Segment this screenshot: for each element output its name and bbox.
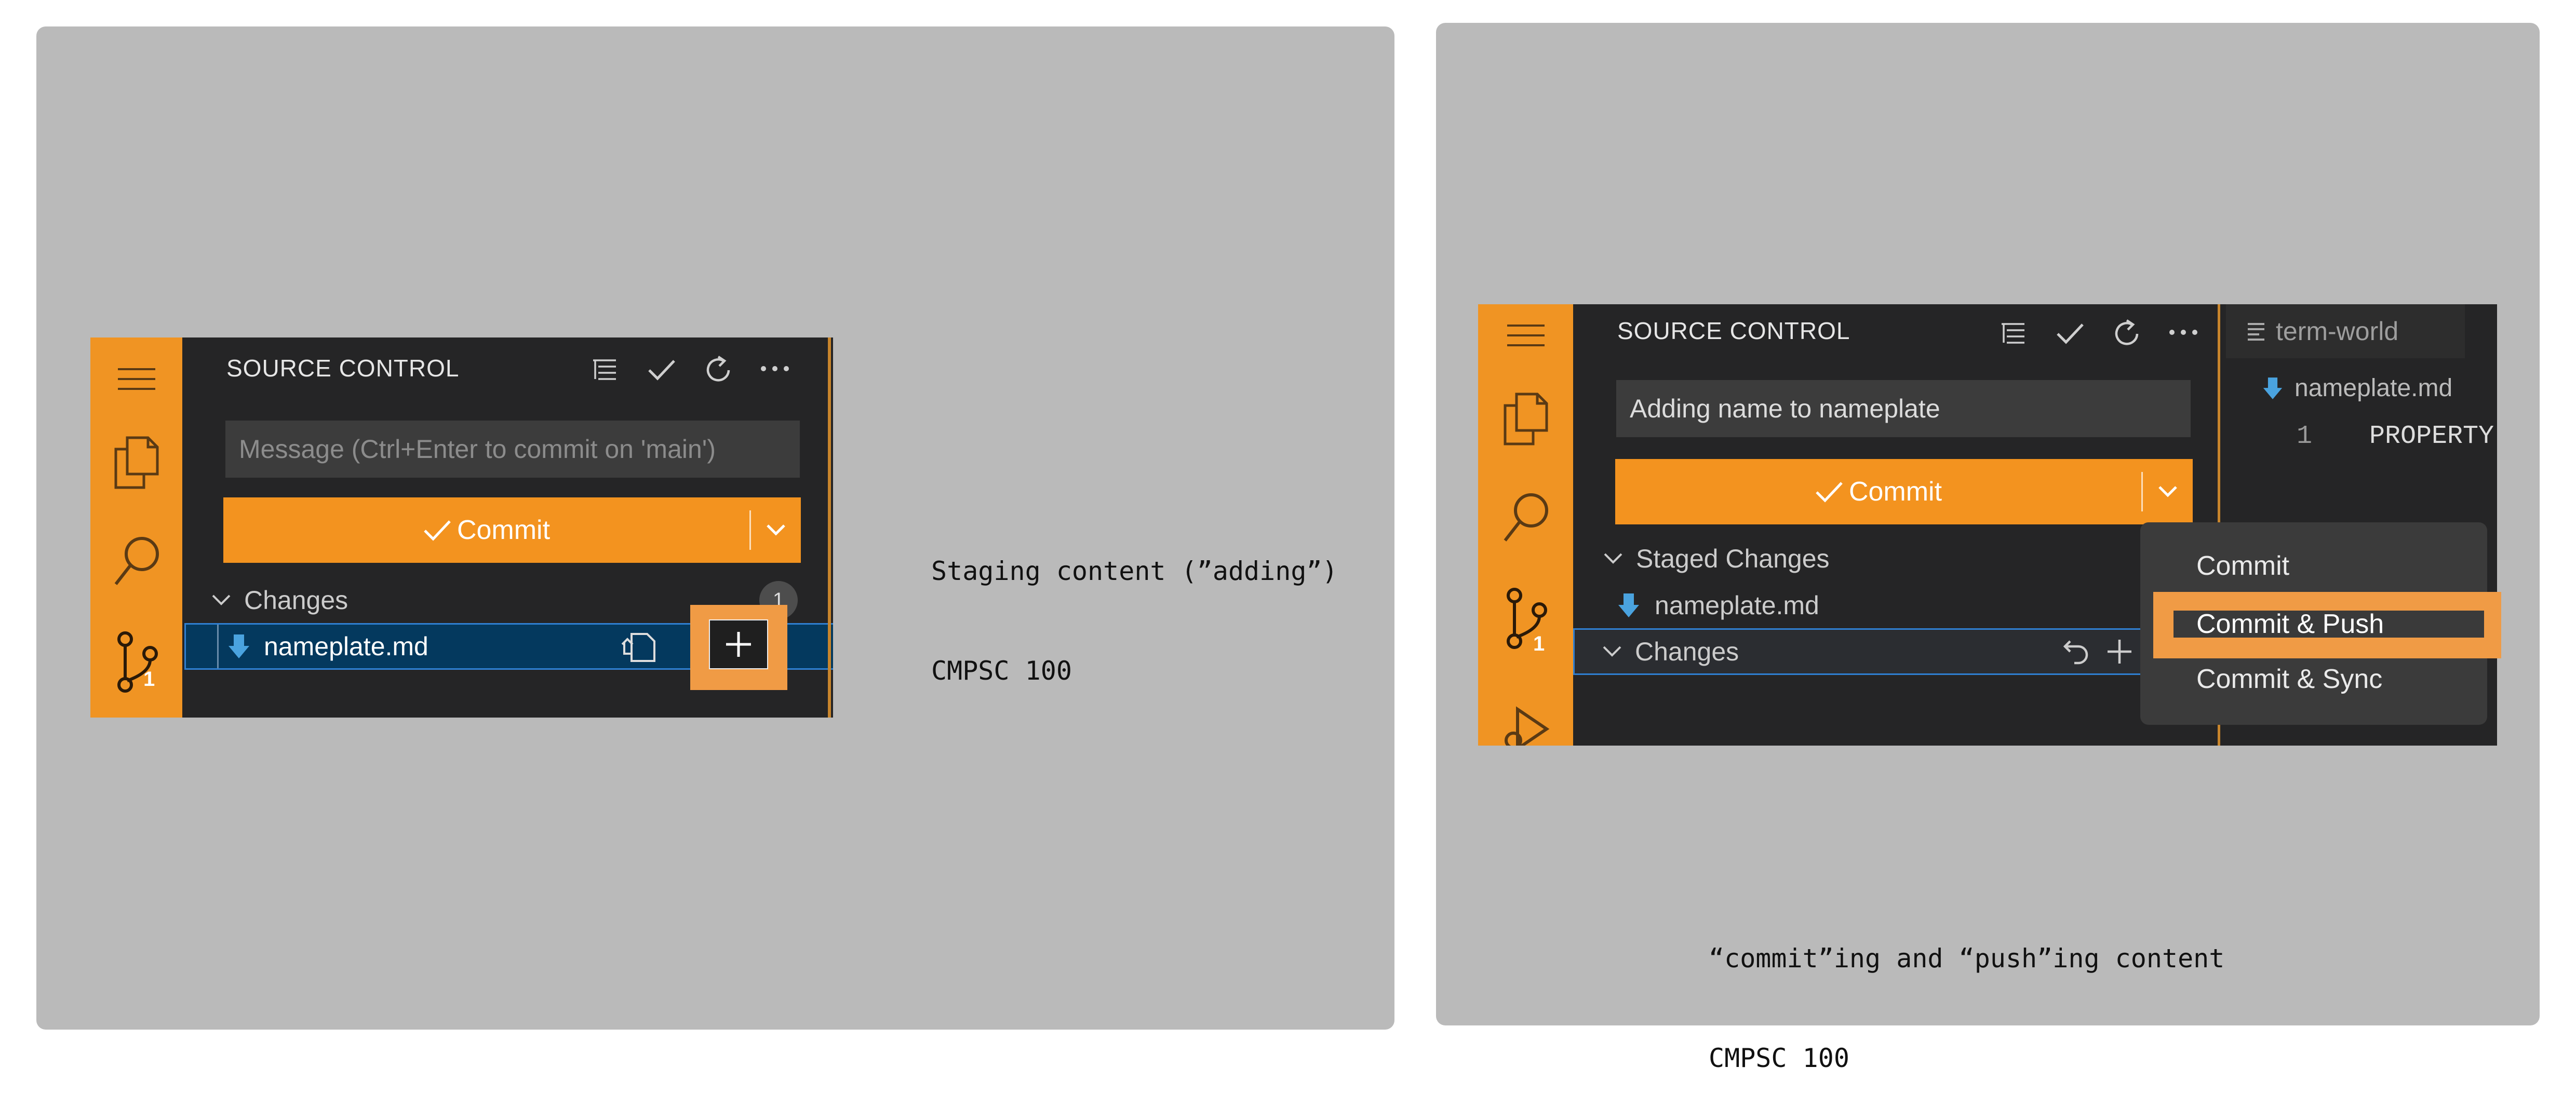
markdown-file-icon: [229, 634, 249, 658]
menu-item-commit-push[interactable]: Commit & Push: [2174, 609, 2484, 639]
editor-breadcrumb[interactable]: nameplate.md: [2262, 374, 2452, 402]
commit-button[interactable]: Commit: [223, 497, 801, 563]
editor-tab[interactable]: term-world: [2226, 304, 2465, 358]
search-icon[interactable]: [90, 530, 182, 592]
menu-item-commit-sync[interactable]: Commit & Sync: [2196, 664, 2383, 694]
menu-item-commit[interactable]: Commit: [2196, 551, 2290, 581]
discard-changes-icon[interactable]: [2063, 637, 2090, 666]
file-name: nameplate.md: [264, 632, 428, 661]
left-caption: Staging content (”adding”) CMPSC 100: [931, 488, 1338, 721]
right-caption-line2: CMPSC 100: [1709, 1043, 1849, 1073]
left-caption-line1: Staging content (”adding”): [931, 556, 1338, 586]
markdown-file-icon: [1618, 593, 1639, 617]
file-lines-icon: [2248, 323, 2264, 341]
editor-line-number: 1: [2297, 422, 2313, 451]
menu-icon[interactable]: [1478, 315, 1573, 356]
stage-plus-icon: [726, 632, 751, 657]
changes-group-label: Changes: [1635, 637, 1739, 666]
explorer-icon[interactable]: [1478, 387, 1573, 450]
markdown-file-icon: [2263, 377, 2283, 399]
chevron-down-icon: [1604, 553, 1622, 564]
stage-changes-button[interactable]: [709, 619, 768, 669]
left-caption-line2: CMPSC 100: [931, 656, 1072, 686]
checkmark-icon[interactable]: [646, 354, 677, 385]
stage-all-plus-icon[interactable]: [2105, 638, 2134, 666]
chevron-down-icon: [767, 524, 785, 536]
menu-item-commit-push-label: Commit & Push: [2196, 609, 2384, 639]
sidebar-title: SOURCE CONTROL: [226, 355, 460, 382]
changes-group-label: Changes: [244, 586, 348, 615]
chevron-down-icon: [1603, 646, 1621, 657]
scm-badge: 1: [143, 668, 155, 691]
refresh-icon[interactable]: [2111, 317, 2144, 350]
checkmark-icon: [1816, 482, 1843, 503]
commit-message-input[interactable]: Message (Ctrl+Enter to commit on 'main'): [225, 421, 800, 478]
more-icon[interactable]: [2167, 322, 2200, 343]
more-icon[interactable]: [758, 358, 791, 379]
search-icon[interactable]: [1478, 486, 1573, 548]
staged-file-name: nameplate.md: [1655, 591, 1819, 620]
commit-message-input[interactable]: Adding name to nameplate: [1616, 380, 2191, 437]
commit-button-separator: [2141, 472, 2143, 511]
commit-dropdown-button[interactable]: [2143, 459, 2193, 524]
refresh-icon[interactable]: [702, 353, 735, 386]
commit-button[interactable]: Commit: [1615, 459, 2193, 524]
chevron-down-icon: [212, 594, 231, 605]
commit-label: Commit: [457, 515, 551, 545]
changes-group-header[interactable]: Changes: [1573, 628, 2194, 675]
menu-icon[interactable]: [90, 358, 182, 400]
commit-button-main[interactable]: Commit: [223, 497, 749, 563]
activity-bar: 1: [90, 337, 182, 718]
breadcrumb-file: nameplate.md: [2295, 374, 2453, 402]
editor-tab-label: term-world: [2276, 317, 2399, 346]
right-caption-line1: “commit”ing and “push”ing content: [1709, 943, 2225, 974]
staged-changes-header[interactable]: Staged Changes: [1603, 538, 2122, 579]
commit-label: Commit: [1848, 477, 1942, 507]
tree-view-icon[interactable]: [589, 354, 620, 385]
sidebar-right-border: [828, 337, 831, 718]
commit-dropdown-button[interactable]: [751, 497, 801, 563]
run-debug-icon[interactable]: [1478, 704, 1573, 746]
sidebar-title: SOURCE CONTROL: [1617, 317, 1850, 344]
checkmark-icon[interactable]: [2055, 318, 2086, 349]
commit-button-main[interactable]: Commit: [1615, 459, 2141, 524]
staged-changes-label: Staged Changes: [1636, 544, 1830, 573]
source-control-icon[interactable]: [90, 628, 182, 696]
commit-button-separator: [749, 510, 751, 550]
tree-indent-guide: [217, 625, 219, 668]
tree-view-icon[interactable]: [1997, 318, 2029, 349]
scm-badge: 1: [1533, 632, 1545, 655]
right-caption: “commit”ing and “push”ing content CMPSC …: [1709, 875, 2224, 1108]
open-file-icon[interactable]: [621, 630, 658, 663]
source-control-icon[interactable]: [1478, 585, 1573, 652]
checkmark-icon: [424, 520, 451, 541]
staged-file-row[interactable]: nameplate.md: [1617, 585, 2137, 626]
editor-line-text: PROPERTY: [2369, 422, 2494, 451]
chevron-down-icon: [2158, 486, 2177, 497]
activity-bar: 1: [1478, 304, 1573, 746]
explorer-icon[interactable]: [90, 431, 182, 493]
